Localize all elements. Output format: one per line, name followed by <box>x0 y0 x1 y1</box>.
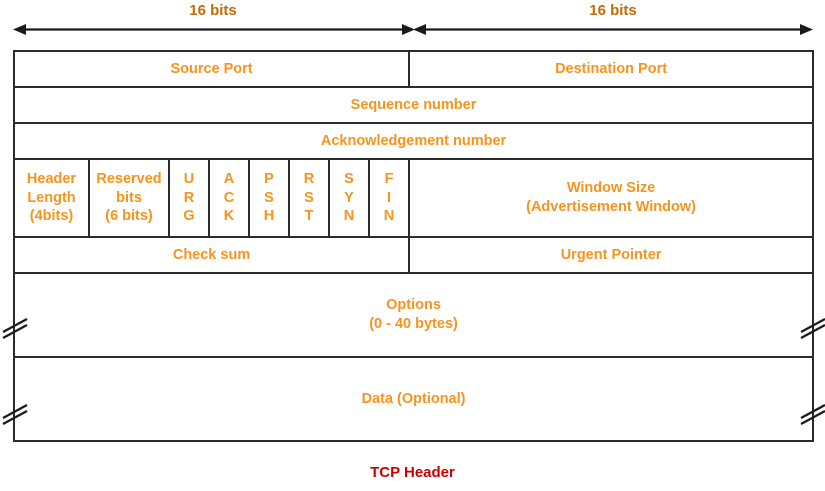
flag-ack: A C K <box>208 158 250 238</box>
diagram-caption: TCP Header <box>370 464 455 481</box>
field-options: Options (0 - 40 bytes) <box>12 272 815 358</box>
reserved-line2: bits <box>116 189 142 206</box>
field-header-length: Header Length (4bits) <box>13 158 90 238</box>
flag-syn-letter-0: S <box>344 171 354 188</box>
bits-label-right: 16 bits <box>589 2 637 19</box>
options-sublabel: (0 - 40 bytes) <box>369 316 458 332</box>
flag-psh-letter-0: P <box>264 171 274 188</box>
double-arrow-icon-left <box>13 23 415 36</box>
field-reserved-bits: Reserved bits (6 bits) <box>88 158 170 238</box>
flag-fin-letter-1: I <box>387 189 392 206</box>
field-source-port: Source Port <box>12 50 411 88</box>
flag-syn-letter-1: Y <box>344 189 354 206</box>
field-urgent-pointer: Urgent Pointer <box>408 236 815 274</box>
flag-urg-letter-1: R <box>183 189 195 206</box>
field-sequence-number: Sequence number <box>12 86 815 124</box>
flag-ack-letter-2: K <box>223 208 235 225</box>
reserved-line1: Reserved <box>96 171 162 188</box>
header-length-line1: Header <box>26 171 77 188</box>
flag-urg-letter-2: G <box>183 208 195 225</box>
flag-urg-letter-0: U <box>183 171 195 188</box>
flag-syn-letter-2: N <box>343 208 355 225</box>
bit-width-ruler: 16 bits 16 bits <box>0 0 825 50</box>
flag-rst-letter-2: T <box>304 208 314 225</box>
table-row-options: Options (0 - 40 bytes) <box>12 272 815 358</box>
table-row-checksum: Check sum Urgent Pointer <box>12 236 815 274</box>
field-destination-port: Destination Port <box>408 50 815 88</box>
field-check-sum: Check sum <box>12 236 411 274</box>
table-row-sequence-number: Sequence number <box>12 86 815 124</box>
table-row-flags: Header Length (4bits) Reserved bits (6 b… <box>13 158 815 238</box>
flag-urg: U R G <box>168 158 210 238</box>
table-row-data: Data (Optional) <box>12 356 815 442</box>
table-row-acknowledgement-number: Acknowledgement number <box>12 122 815 160</box>
flag-fin-letter-0: F <box>384 171 394 188</box>
table-row-ports: Source Port Destination Port <box>12 50 815 88</box>
flag-psh-letter-2: H <box>263 208 275 225</box>
flag-psh-letter-1: S <box>264 189 274 206</box>
flag-ack-letter-1: C <box>223 189 235 206</box>
flag-rst-letter-1: S <box>304 189 314 206</box>
header-length-line2: Length <box>27 189 76 206</box>
flag-fin: F I N <box>367 158 411 238</box>
field-data: Data (Optional) <box>12 356 815 442</box>
reserved-bits: (6 bits) <box>105 208 153 225</box>
flag-psh: P S H <box>248 158 290 238</box>
flag-ack-letter-0: A <box>223 171 235 188</box>
options-label: Options <box>386 297 441 314</box>
flag-rst-letter-0: R <box>303 171 315 188</box>
tcp-header-diagram: Source Port Destination Port Sequence nu… <box>12 50 815 442</box>
header-length-bits: (4bits) <box>29 208 74 225</box>
flag-fin-letter-2: N <box>383 208 395 225</box>
bits-label-left: 16 bits <box>189 2 237 19</box>
flag-syn: S Y N <box>328 158 370 238</box>
field-window-size: Window Size (Advertisement Window) <box>408 158 815 238</box>
double-arrow-icon-right <box>413 23 813 36</box>
window-size-sublabel: (Advertisement Window) <box>526 199 696 215</box>
field-acknowledgement-number: Acknowledgement number <box>12 122 815 160</box>
window-size-label: Window Size <box>566 180 656 197</box>
flag-rst: R S T <box>288 158 330 238</box>
